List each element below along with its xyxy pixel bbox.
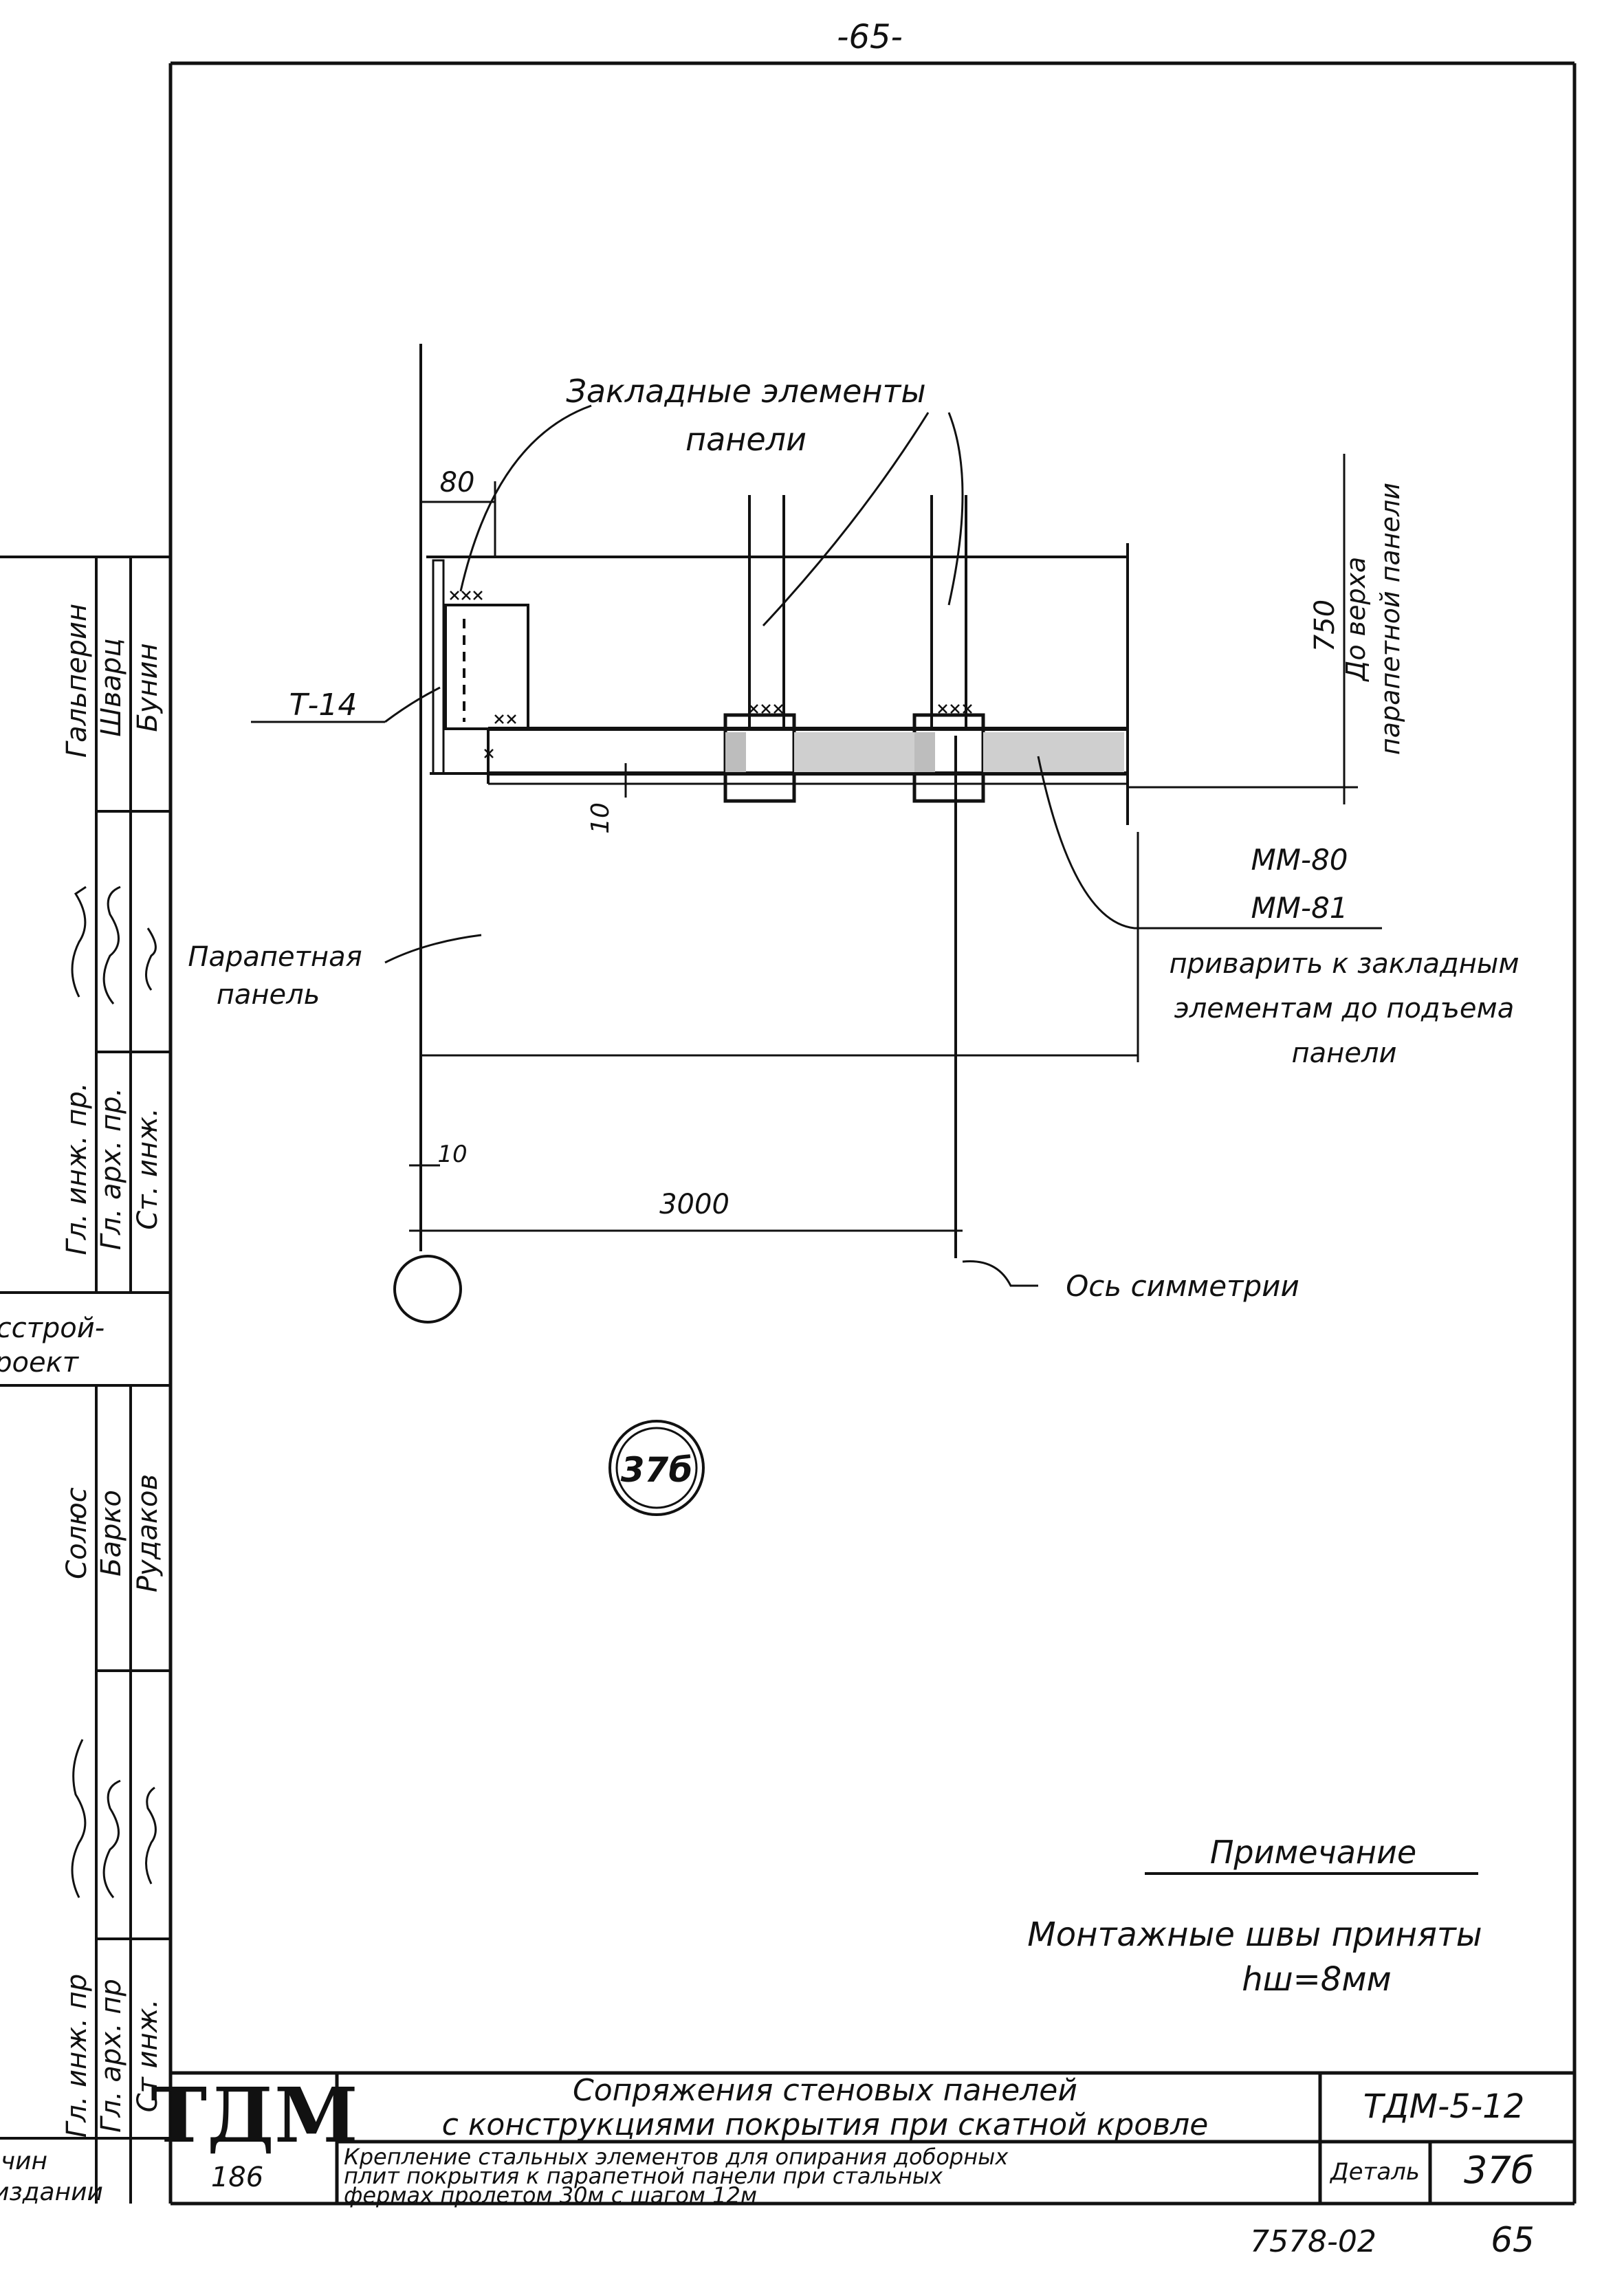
subtitle-line2: плит покрытия к парапетной панели при ст… [344, 2163, 943, 2189]
title-logo-sub: 186 [211, 2162, 263, 2193]
detail-mark-label: 37б [621, 1450, 693, 1490]
sheet-code: 7578-02 [1250, 2224, 1376, 2259]
subtitle-line1: Крепление стальных элементов для опирани… [344, 2144, 1009, 2170]
title-block [171, 2071, 1574, 2204]
page-number-bottom: 65 [1491, 2220, 1535, 2260]
title-line1: Сопряжения стеновых панелей [573, 2073, 1077, 2108]
stamp-upper-role-3: Ст. инж. [132, 1108, 164, 1230]
sheet-frame [168, 61, 1577, 2206]
dim-10-mid: 10 [586, 802, 615, 834]
stamp-lower-role-3: Ст инж. [132, 1999, 164, 2113]
stamp-upper-name-3: Бунин [132, 643, 164, 732]
stamp-upper-name-2: Шварц [96, 638, 127, 736]
stamp-upper-role-1: Гл. инж. пр. [61, 1082, 93, 1255]
embedded-label-line1: Закладные элементы [566, 373, 925, 410]
weld-note-line1: приварить к закладным [1169, 948, 1519, 980]
stamp-lower-name-1: Солюс [61, 1487, 93, 1579]
stamp-upper-signatures [71, 886, 157, 1004]
parapet-label-line1: Парапетная [188, 941, 362, 973]
subtitle-line3: фермах пролетом 30м с шагом 12м [344, 2182, 757, 2208]
side-stamp [0, 556, 171, 2204]
to-top-line2: парапетной панели [1375, 483, 1405, 755]
detail-value: 37б [1464, 2149, 1534, 2192]
title-logo: ТДМ [151, 2071, 358, 2160]
note-line1: Монтажные швы приняты [1027, 1915, 1482, 1954]
stamp-upper-name-1: Гальперин [61, 604, 93, 758]
note-title: Примечание [1210, 1834, 1416, 1871]
title-line2: с конструкциями покрытия при скатной кро… [442, 2107, 1209, 2142]
stamp-org-line2: проект [0, 1347, 80, 1379]
dim-3000-label: 3000 [659, 1189, 729, 1220]
stamp-lower-role-1: Гл. инж. пр [61, 1974, 93, 2138]
detail-label: Деталь [1329, 2158, 1420, 2186]
stamp-lower-signatures [71, 1739, 157, 1898]
embedded-label-line2: панели [685, 421, 806, 458]
note-line2: hш=8мм [1242, 1960, 1392, 1999]
stamp-upper-role-2: Гл. арх. пр. [96, 1088, 127, 1251]
dim-80-label: 80 [440, 467, 475, 498]
to-top-line1: До верха [1341, 557, 1371, 683]
stamp-lower-role-2: Гл. арх. пр [96, 1979, 127, 2133]
axis-symmetry-label: Ось симметрии [1066, 1269, 1299, 1303]
dim-750-label: 750 [1309, 600, 1341, 652]
page-number-top: -65- [837, 18, 903, 56]
weld-note-line3: панели [1292, 1037, 1397, 1069]
t14-label: Т-14 [289, 688, 358, 723]
stamp-lower-name-2: Барко [96, 1490, 127, 1577]
weld-note-line2: элементам до подъема [1174, 993, 1514, 1024]
detail-drawing [251, 344, 1382, 1516]
series-code: ТДМ-5-12 [1363, 2087, 1525, 2126]
dim-10-left: 10 [437, 1141, 467, 1168]
stamp-org-line1: Госстрой- [0, 1313, 105, 1344]
stamp-bottom-line1: чин [1, 2147, 47, 2175]
stamp-bottom-line2: издании [0, 2178, 103, 2206]
parapet-label-line2: панель [217, 979, 320, 1011]
mm81-label: ММ-81 [1251, 891, 1348, 925]
mm80-label: ММ-80 [1251, 843, 1348, 877]
stamp-lower-name-3: Рудаков [132, 1474, 164, 1592]
